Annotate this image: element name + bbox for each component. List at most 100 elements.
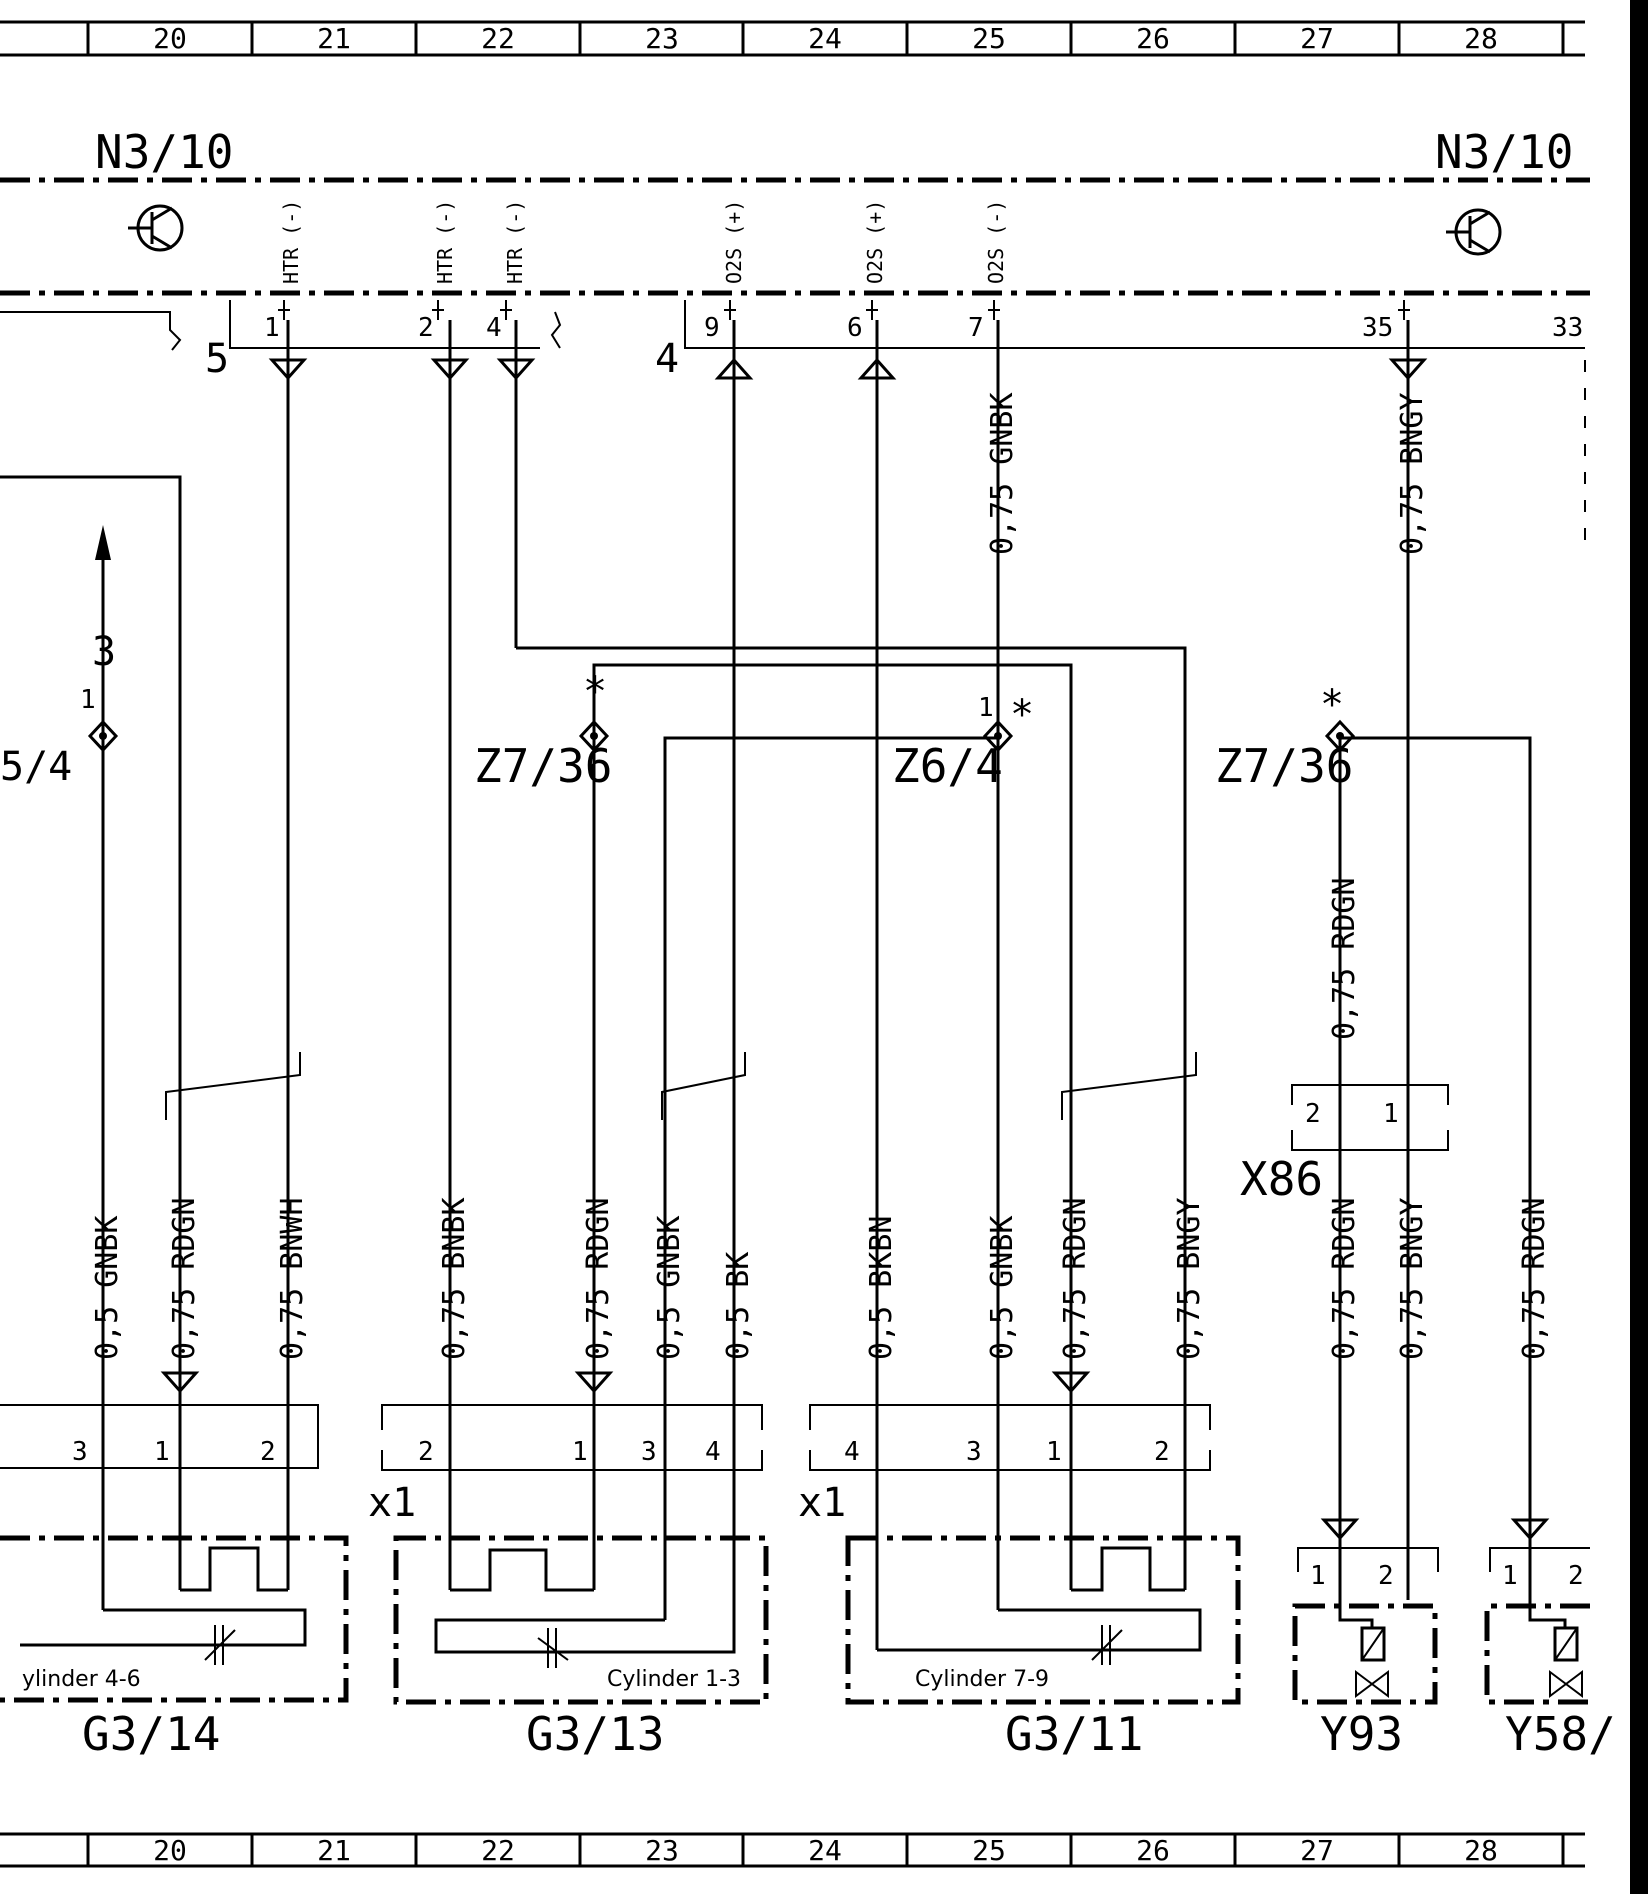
transistor-icon bbox=[128, 204, 184, 252]
signal-o2s-6: O2S (+) bbox=[863, 200, 887, 284]
plug-pin: 1 bbox=[1046, 1437, 1062, 1467]
solenoid-icon bbox=[1549, 1626, 1583, 1698]
splice-label-z6-4: Z6/4 bbox=[892, 739, 1003, 793]
valve-pin: 2 bbox=[1378, 1561, 1394, 1591]
plug-pin: 2 bbox=[418, 1437, 434, 1467]
wire-label: 0,75 RDGN bbox=[581, 1197, 616, 1360]
left-splice-pin: 1 bbox=[80, 685, 96, 715]
plug-pin: 3 bbox=[72, 1437, 88, 1467]
pin-2: 2 bbox=[418, 313, 434, 343]
connector-number-5: 5 bbox=[205, 336, 229, 382]
signal-htr-1: HTR (-) bbox=[279, 200, 303, 284]
ruler-top-22: 22 bbox=[481, 22, 515, 55]
wire-label: 0,5 GNBK bbox=[985, 1216, 1020, 1361]
valve-pin: 1 bbox=[1310, 1561, 1326, 1591]
pin-4: 4 bbox=[486, 313, 502, 343]
ruler-top-26: 26 bbox=[1136, 22, 1170, 55]
wire-label: 0,75 RDGN bbox=[1058, 1197, 1093, 1360]
wires-upper: 3 1 5/4 * * * 1 Z7/36 Z6/4 Z7/36 0,75 GN… bbox=[0, 320, 1586, 1200]
solenoid-icon bbox=[1355, 1626, 1389, 1698]
pin-35: 35 bbox=[1362, 313, 1393, 343]
signal-labels: HTR (-) HTR (-) HTR (-) O2S (+) O2S (+) … bbox=[279, 200, 1008, 284]
signal-o2s-7: O2S (-) bbox=[984, 200, 1008, 284]
pin-9: 9 bbox=[704, 313, 720, 343]
pin-6: 6 bbox=[847, 313, 863, 343]
plug-connector-g3-11: 4 3 1 2 x1 bbox=[798, 1404, 1211, 1526]
resistor-icon bbox=[204, 1625, 236, 1665]
x1-label: x1 bbox=[368, 1480, 416, 1526]
component-label-g3-13: G3/13 bbox=[526, 1707, 664, 1761]
wire-label-rdgn: 0,75 RDGN bbox=[1327, 877, 1362, 1040]
component-label-y58: Y58/ bbox=[1505, 1707, 1616, 1761]
ruler-bottom-21: 21 bbox=[317, 1834, 351, 1867]
x86-pin-2: 2 bbox=[1305, 1099, 1321, 1129]
splice-label-z7-36: Z7/36 bbox=[474, 739, 612, 793]
x86-label: X86 bbox=[1240, 1152, 1323, 1206]
wire-label: 0,75 BNWH bbox=[275, 1197, 310, 1360]
plug-pin: 4 bbox=[844, 1437, 860, 1467]
ruler-bottom-26: 26 bbox=[1136, 1834, 1170, 1867]
plug-pin: 3 bbox=[641, 1437, 657, 1467]
wire-labels-lower: 0,5 GNBK 0,75 RDGN 0,75 BNWH 0,75 BNBK 0… bbox=[90, 1197, 1552, 1360]
wire-label: 0,75 BNGY bbox=[1172, 1197, 1207, 1360]
x86-pin-1: 1 bbox=[1383, 1099, 1399, 1129]
splice-icon bbox=[982, 719, 1014, 753]
transistor-icon bbox=[1446, 208, 1502, 256]
wire-label: 0,75 RDGN bbox=[1517, 1197, 1552, 1360]
signal-htr-4: HTR (-) bbox=[503, 200, 527, 284]
shield-marks bbox=[165, 1052, 1197, 1120]
valve-y58: 1 2 Y58/ bbox=[1484, 1547, 1616, 1761]
plug-pin: 2 bbox=[260, 1437, 276, 1467]
ruler-top-20: 20 bbox=[153, 22, 187, 55]
component-label-g3-11: G3/11 bbox=[1005, 1707, 1143, 1761]
o2-sensor-g3-14: ylinder 4-6 G3/14 bbox=[0, 1535, 349, 1761]
ruler-bottom-27: 27 bbox=[1300, 1834, 1334, 1867]
splice-icon bbox=[578, 719, 610, 753]
ruler-top-24: 24 bbox=[808, 22, 842, 55]
ruler-bottom-28: 28 bbox=[1464, 1834, 1498, 1867]
o2-sensor-g3-11: Cylinder 7-9 G3/11 bbox=[845, 1535, 1241, 1761]
ruler-top-21: 21 bbox=[317, 22, 351, 55]
left-splice-label: 5/4 bbox=[0, 744, 72, 790]
star-marker: * bbox=[583, 669, 607, 715]
signal-o2s-9: O2S (+) bbox=[722, 200, 746, 284]
module-pins: 1 2 4 9 6 7 35 33 bbox=[264, 300, 1583, 343]
component-label-y93: Y93 bbox=[1320, 1707, 1403, 1761]
wire-label: 0,5 BK bbox=[721, 1252, 756, 1360]
ruler-top-25: 25 bbox=[972, 22, 1006, 55]
module-label-left: N3/10 bbox=[95, 125, 233, 179]
wire-label: 0,75 RDGN bbox=[167, 1197, 202, 1360]
x1-label: x1 bbox=[798, 1480, 846, 1526]
pin-7: 7 bbox=[968, 313, 984, 343]
splice-icon bbox=[1324, 719, 1356, 753]
ruler-bottom-22: 22 bbox=[481, 1834, 515, 1867]
module-label-right: N3/10 bbox=[1435, 125, 1573, 179]
ruler-bottom-20: 20 bbox=[153, 1834, 187, 1867]
splice-label-z7-36: Z7/36 bbox=[1215, 739, 1353, 793]
module-n3-10: N3/10 N3/10 bbox=[0, 125, 1590, 296]
valve-y93: 1 2 Y93 bbox=[1292, 1547, 1439, 1761]
plug-pin: 3 bbox=[966, 1437, 982, 1467]
page-edge-bar bbox=[1630, 0, 1648, 1894]
ruler-bottom-25: 25 bbox=[972, 1834, 1006, 1867]
pin-1: 1 bbox=[264, 313, 280, 343]
ruler-bottom: 20 21 22 23 24 25 26 27 28 bbox=[0, 1832, 1585, 1868]
splice-icon bbox=[87, 719, 119, 753]
wire-label-bngy: 0,75 BNGY bbox=[1395, 392, 1430, 555]
wire-label: 0,5 BKBN bbox=[864, 1216, 899, 1361]
plug-connector-g3-14: 3 1 2 bbox=[0, 1404, 319, 1469]
wire-label: 0,75 RDGN bbox=[1327, 1197, 1362, 1360]
connector-4-strip: 4 bbox=[655, 300, 1585, 382]
connector-number-4: 4 bbox=[655, 336, 679, 382]
component-description: ylinder 4-6 bbox=[22, 1667, 141, 1692]
star-marker: * bbox=[1010, 692, 1034, 738]
connector-5-strip: 5 bbox=[0, 300, 562, 382]
component-label-g3-14: G3/14 bbox=[82, 1707, 220, 1761]
ruler-bottom-23: 23 bbox=[645, 1834, 679, 1867]
arrow-label-3: 3 bbox=[92, 629, 116, 675]
wire-label-gnbk: 0,75 GNBK bbox=[985, 392, 1020, 555]
pin-33: 33 bbox=[1552, 313, 1583, 343]
plug-pin: 1 bbox=[154, 1437, 170, 1467]
plug-pin: 4 bbox=[705, 1437, 721, 1467]
